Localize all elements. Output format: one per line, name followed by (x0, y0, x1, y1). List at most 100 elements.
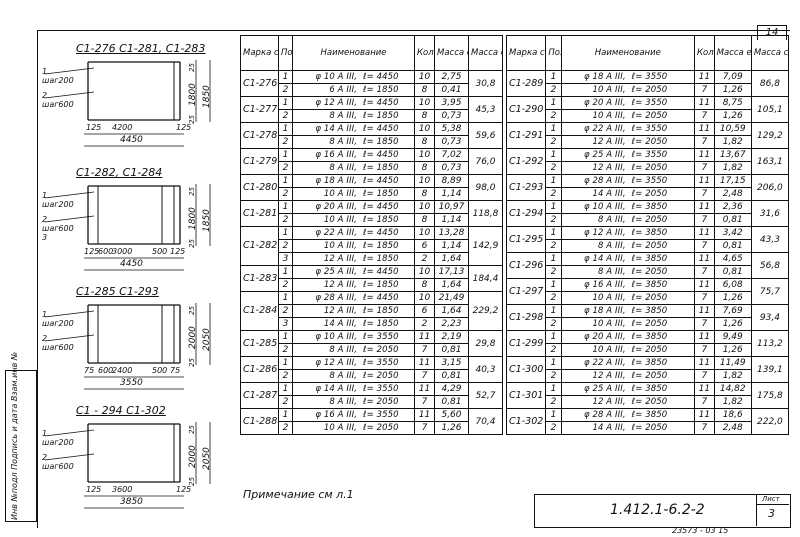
cell-mass-unit: 6,08 (713, 278, 752, 292)
sketch-line (44, 429, 95, 437)
cell-mass-unit: 1,26 (713, 317, 752, 331)
cell-mass-unit: 8,89 (434, 174, 469, 188)
cell-mass-mesh: 59,6 (468, 122, 503, 149)
cell-qty: 7 (414, 369, 435, 383)
cell-mark: C1-296 (505, 252, 547, 279)
bar-spec: φ 20 A III, (583, 332, 626, 342)
bar-spec: 12 A III, (592, 371, 626, 381)
cell-pos: 1 (278, 122, 293, 136)
dim-total: 4450 (120, 259, 143, 269)
cell-mark: C1-300 (505, 356, 547, 383)
cell-name: 12 A III,ℓ= 2050 (560, 369, 695, 383)
bar-spec: 10 A III, (592, 319, 626, 329)
dim-value: 125 (176, 123, 192, 132)
cell-pos: 2 (545, 343, 562, 357)
bar-length: ℓ= 2050 (363, 371, 399, 381)
bar-spec: 8 A III, (329, 371, 357, 381)
bar-spec: φ 20 A III, (315, 202, 357, 212)
dim-value: 125 (170, 247, 186, 256)
cell-pos: 2 (545, 135, 562, 149)
cell-mass-unit: 1,26 (713, 291, 752, 305)
cell-mass-mesh: 52,7 (468, 382, 503, 409)
bar-length: ℓ= 3850 (631, 332, 668, 342)
cell-name: 10 A III,ℓ= 1850 (292, 239, 415, 253)
sketch-label: шаг600 (42, 224, 74, 233)
spec-table-left: Марка сетки Поз Наименование Кол Масса е… (240, 35, 503, 435)
bar-length: ℓ= 3550 (631, 176, 668, 186)
cell-mass-unit: 5,60 (434, 408, 469, 422)
bar-spec: 10 A III, (323, 423, 357, 433)
bar-length: ℓ= 3550 (363, 384, 399, 394)
sketch-label: 2 (42, 215, 48, 224)
cell-mass-unit: 0,81 (713, 213, 752, 227)
cell-mass-unit: 9,49 (713, 330, 752, 344)
cell-mark: C1-298 (505, 304, 547, 331)
cell-mark: C1-289 (505, 70, 547, 97)
page-frame (37, 30, 790, 528)
cell-qty: 11 (414, 408, 435, 422)
bar-spec: φ 20 A III, (583, 98, 626, 108)
bar-length: ℓ= 2050 (631, 345, 668, 355)
cell-mass-mesh: 31,6 (750, 200, 790, 227)
cell-name: 14 A III,ℓ= 2050 (560, 421, 695, 435)
cell-mass-mesh: 175,8 (750, 382, 790, 409)
sketch-title: C1-276 C1-281, C1-283 (76, 42, 206, 55)
dim-top: 25 (188, 63, 196, 72)
bar-length: ℓ= 4450 (363, 202, 399, 212)
cell-mass-unit: 2,48 (713, 187, 752, 201)
bar-length: ℓ= 3550 (363, 358, 399, 368)
bar-length: ℓ= 1850 (363, 241, 399, 251)
bar-spec: 12 A III, (323, 254, 357, 264)
cell-qty: 11 (693, 382, 715, 396)
sketch-label: 1 (42, 429, 48, 438)
cell-mass-unit: 4,65 (713, 252, 752, 266)
header-mass-unit: Масса ед.,кг (434, 35, 469, 71)
cell-qty: 7 (693, 369, 715, 383)
bar-spec: φ 10 A III, (315, 332, 357, 342)
dim-outer: 2050 (202, 328, 212, 351)
bar-spec: 8 A III, (329, 111, 357, 121)
header-mass-mesh: Масса сетки, кг (468, 35, 503, 71)
cell-qty: 7 (693, 291, 715, 305)
cell-mass-mesh: 93,4 (750, 304, 790, 331)
cell-mass-unit: 2,19 (434, 330, 469, 344)
cell-name: 14 A III,ℓ= 1850 (292, 317, 415, 331)
dim-bot: 25 (188, 358, 196, 367)
bar-length: ℓ= 4450 (363, 293, 399, 303)
cell-pos: 1 (545, 356, 562, 370)
bar-spec: 6 A III, (329, 85, 357, 95)
cell-qty: 11 (693, 96, 715, 110)
cell-mass-unit: 3,95 (434, 96, 469, 110)
doc-code: 1.412.1-6.2-2 (610, 502, 705, 518)
cell-name: 10 A III,ℓ= 2050 (560, 317, 695, 331)
cell-name: φ 25 A III,ℓ= 3850 (560, 382, 695, 396)
cell-name: 10 A III,ℓ= 2050 (292, 421, 415, 435)
bar-length: ℓ= 4450 (363, 72, 399, 82)
cell-mass-mesh: 56,8 (750, 252, 790, 279)
bar-spec: φ 16 A III, (583, 280, 626, 290)
sketch-line (44, 191, 95, 199)
cell-qty: 7 (693, 83, 715, 97)
cell-qty: 10 (414, 200, 435, 214)
header-mark: Марка сетки (240, 35, 279, 71)
cell-mark: C1-276 (240, 70, 279, 97)
bar-spec: 12 A III, (323, 306, 357, 316)
sketch-label: шаг200 (42, 319, 74, 328)
bar-length: ℓ= 4450 (363, 228, 399, 238)
dim-outer: 1850 (202, 85, 212, 108)
bar-length: ℓ= 4450 (363, 176, 399, 186)
cell-name: φ 12 A III,ℓ= 3550 (292, 356, 415, 370)
bar-length: ℓ= 4450 (363, 150, 399, 160)
